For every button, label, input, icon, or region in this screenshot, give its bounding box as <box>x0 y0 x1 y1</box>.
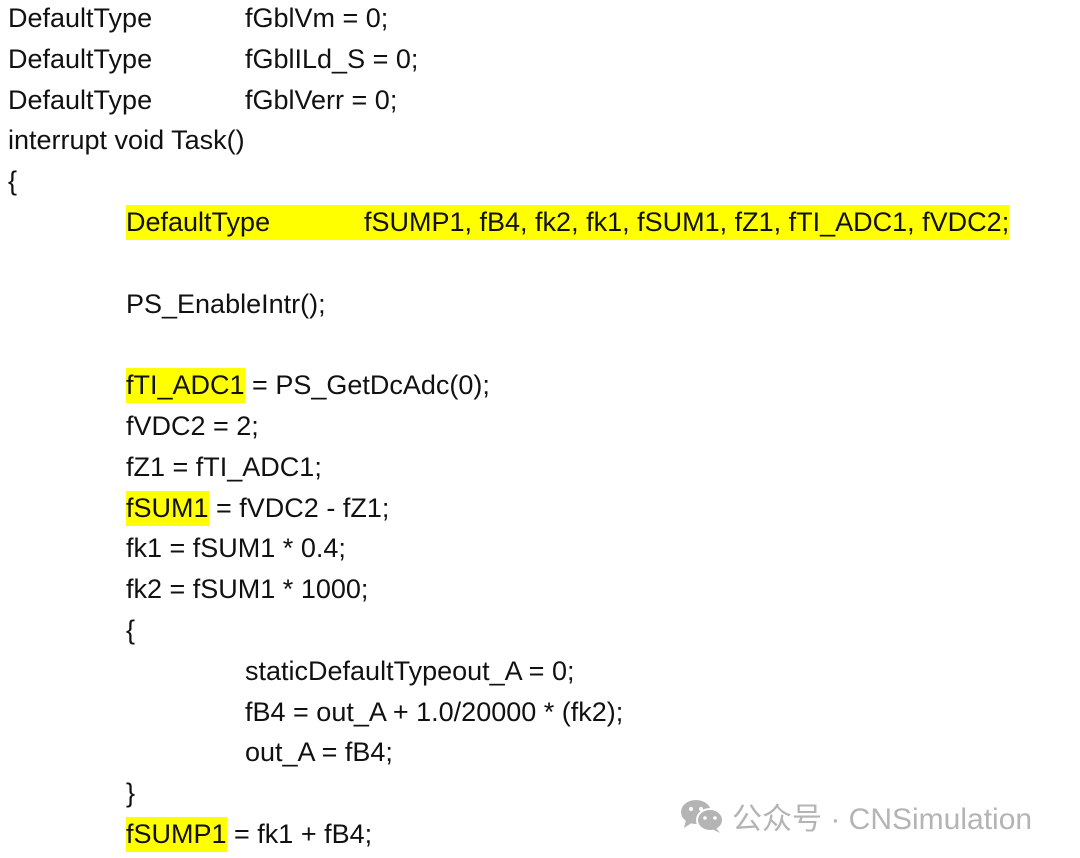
code-line: DefaultType fGblVerr = 0; <box>0 80 1080 121</box>
code-token: fk2 = fSUM1 * 1000; <box>126 574 369 605</box>
code-token: = PS_GetDcAdc(0); <box>244 370 490 401</box>
code-line: fB4 = out_A + 1.0/20000 * (fk2); <box>0 692 1080 733</box>
code-line: fk1 = fSUM1 * 0.4; <box>0 528 1080 569</box>
code-line <box>0 324 1080 365</box>
code-line: { <box>0 610 1080 651</box>
code-line: } <box>0 773 1080 814</box>
code-token: fSUMP1, fB4, fk2, fk1, fSUM1, fZ1, fTI_A… <box>364 205 1010 240</box>
highlighted-token: fSUMP1 <box>126 817 227 852</box>
code-token: staticDefaultTypeout_A = 0; <box>245 655 575 686</box>
highlighted-token: fSUM1 <box>126 490 209 526</box>
code-line: out_A = fB4; <box>0 732 1080 773</box>
code-token: { <box>8 166 18 197</box>
code-token: { <box>126 615 136 645</box>
code-line: PS_EnableIntr(); <box>0 284 1080 325</box>
code-token: fGblILd_S = 0; <box>245 43 419 74</box>
code-token: DefaultType <box>8 84 153 115</box>
code-line: fSUM1 = fVDC2 - fZ1; <box>0 488 1080 529</box>
code-token: DefaultType <box>8 3 153 33</box>
code-token: fGblVerr = 0; <box>245 84 398 115</box>
code-line: fTI_ADC1 = PS_GetDcAdc(0); <box>0 365 1080 406</box>
watermark-text: 公众号 · CNSimulation <box>732 803 1033 836</box>
code-line: { <box>0 161 1080 202</box>
code-line: fk2 = fSUM1 * 1000; <box>0 569 1080 610</box>
code-token: = fk1 + fB4; <box>226 819 373 849</box>
code-line: fSUMP1 = fk1 + fB4; <box>0 814 1080 855</box>
code-token: fk1 = fSUM1 * 0.4; <box>126 533 346 564</box>
wechat-icon <box>681 800 724 833</box>
code-token: fGblVm = 0; <box>245 3 389 33</box>
code-line: interrupt void Task() <box>0 120 1080 161</box>
code-token: DefaultType <box>8 43 153 74</box>
code-line: DefaultType fGblVm = 0; <box>0 0 1080 39</box>
code-token: out_A = fB4; <box>245 737 393 768</box>
code-line: fZ1 = fTI_ADC1; <box>0 447 1080 488</box>
code-token: } <box>126 778 136 809</box>
code-line: DefaultType fGblILd_S = 0; <box>0 39 1080 80</box>
watermark: 公众号 · CNSimulation <box>680 796 1032 836</box>
code-token: = fVDC2 - fZ1; <box>208 492 390 523</box>
code-token: fB4 = out_A + 1.0/20000 * (fk2); <box>245 696 624 727</box>
code-line: fVDC2 = 2; <box>0 406 1080 447</box>
highlighted-token: fTI_ADC1 <box>126 368 245 404</box>
code-line: staticDefaultTypeout_A = 0; <box>0 651 1080 692</box>
code-line <box>0 243 1080 284</box>
code-token: interrupt void Task() <box>8 125 245 156</box>
code-token: fVDC2 = 2; <box>126 411 259 441</box>
code-token: PS_EnableIntr(); <box>126 288 326 319</box>
code-token: fZ1 = fTI_ADC1; <box>126 451 322 482</box>
code-token: DefaultType <box>126 205 364 240</box>
